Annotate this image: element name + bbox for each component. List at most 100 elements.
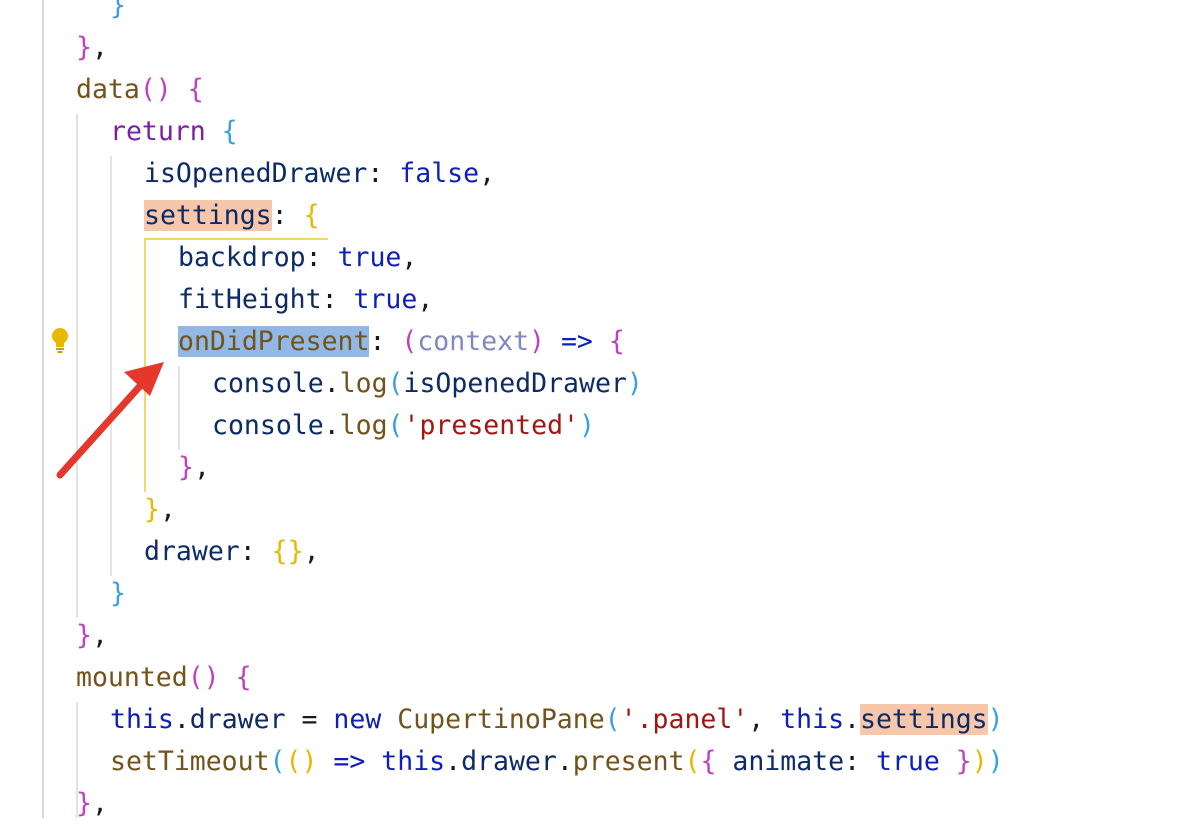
code-token: () (187, 662, 220, 693)
code-line[interactable]: backdrop: true, (178, 237, 417, 279)
code-line[interactable]: settings: { (144, 195, 320, 237)
code-token: ) (579, 410, 595, 441)
code-token: } (110, 0, 126, 21)
code-token: return (110, 116, 206, 147)
code-token: this (110, 704, 174, 735)
code-line[interactable]: drawer: {}, (144, 531, 320, 573)
code-token: () (285, 746, 318, 777)
code-token: ( (387, 368, 404, 399)
code-line[interactable]: fitHeight: true, (178, 279, 433, 321)
gutter-border (42, 0, 44, 818)
indent-guide-callback-body (178, 366, 180, 450)
code-token: , (303, 536, 320, 567)
code-token (545, 326, 561, 357)
code-line[interactable]: mounted() { (76, 657, 252, 699)
code-token (716, 746, 732, 777)
code-token (172, 74, 188, 105)
code-token: : (367, 158, 400, 189)
code-line[interactable]: isOpenedDrawer: false, (144, 153, 495, 195)
code-token: ) (626, 368, 643, 399)
code-token: = (285, 704, 334, 735)
code-token: { (235, 662, 252, 693)
code-token: , (748, 704, 781, 735)
lightbulb-icon[interactable] (49, 326, 71, 354)
code-line[interactable]: this.drawer = new CupertinoPane('.panel'… (110, 699, 1004, 741)
code-token: } (144, 494, 160, 525)
indent-guide-mounted-body (76, 702, 78, 818)
indent-guide-settings-body (144, 240, 146, 492)
code-token: { (187, 74, 204, 105)
code-token: , (91, 620, 108, 651)
code-token: , (91, 32, 108, 63)
code-token: setTimeout (110, 746, 270, 777)
code-token: log (339, 368, 388, 399)
code-token: data (76, 74, 140, 105)
code-token: } (76, 620, 92, 651)
code-token: , (479, 158, 496, 189)
code-token: { (700, 746, 717, 777)
code-token: } (110, 578, 126, 609)
code-token: settings (860, 704, 988, 735)
code-token: : (305, 242, 338, 273)
code-token: ( (387, 410, 404, 441)
code-token: , (159, 494, 176, 525)
code-token: present (572, 746, 685, 777)
code-token: true (876, 746, 940, 777)
code-token: true (337, 242, 402, 273)
code-token: true (353, 284, 418, 315)
code-token: onDidPresent (178, 326, 370, 357)
code-token: 'presented' (403, 410, 580, 441)
code-line[interactable]: } (110, 0, 126, 27)
code-token: ( (269, 746, 286, 777)
code-token: ( (401, 326, 418, 357)
code-token: => (333, 746, 366, 777)
code-token: new (333, 704, 382, 735)
code-token: } (178, 452, 194, 483)
code-token: fitHeight (178, 284, 322, 315)
code-line[interactable]: return { (110, 111, 238, 153)
code-token: : (844, 746, 876, 777)
code-token: { (303, 200, 320, 231)
code-token: ) (987, 746, 1004, 777)
code-token: {} (271, 536, 304, 567)
code-token: ( (684, 746, 701, 777)
code-line[interactable]: onDidPresent: (context) => { (178, 321, 625, 363)
code-line[interactable]: console.log(isOpenedDrawer) (212, 363, 643, 405)
code-token: backdrop (178, 242, 306, 273)
code-token: : (239, 536, 272, 567)
code-token: mounted (76, 662, 188, 693)
code-token: . (844, 704, 860, 735)
code-token: ) (971, 746, 988, 777)
code-token: . (445, 746, 462, 777)
code-token: false (399, 158, 480, 189)
code-token: : (369, 326, 402, 357)
code-token (593, 326, 609, 357)
code-line[interactable]: data() { (76, 69, 204, 111)
code-token: context (417, 326, 530, 357)
code-token: , (401, 242, 418, 273)
code-line[interactable]: }, (178, 447, 210, 489)
code-line[interactable]: setTimeout(() => this.drawer.present({ a… (110, 741, 1004, 783)
code-token: settings (144, 200, 272, 231)
code-token: drawer (144, 536, 240, 567)
code-line[interactable]: console.log('presented') (212, 405, 595, 447)
code-token: } (76, 32, 92, 63)
code-token: . (323, 368, 340, 399)
code-line[interactable]: }, (144, 489, 176, 531)
code-token: } (955, 746, 972, 777)
code-line[interactable]: }, (76, 615, 108, 657)
code-token: isOpenedDrawer (403, 368, 627, 399)
code-token: console (212, 368, 324, 399)
code-token: '.panel' (620, 704, 749, 735)
code-line[interactable]: } (110, 573, 126, 615)
code-token (381, 704, 397, 735)
code-line[interactable]: }, (76, 783, 108, 825)
code-token (220, 662, 236, 693)
indent-guide-return-body (110, 156, 112, 576)
code-token (365, 746, 381, 777)
code-line[interactable]: }, (76, 27, 108, 69)
code-token: isOpenedDrawer (144, 158, 368, 189)
code-token (940, 746, 956, 777)
code-token: . (173, 704, 190, 735)
